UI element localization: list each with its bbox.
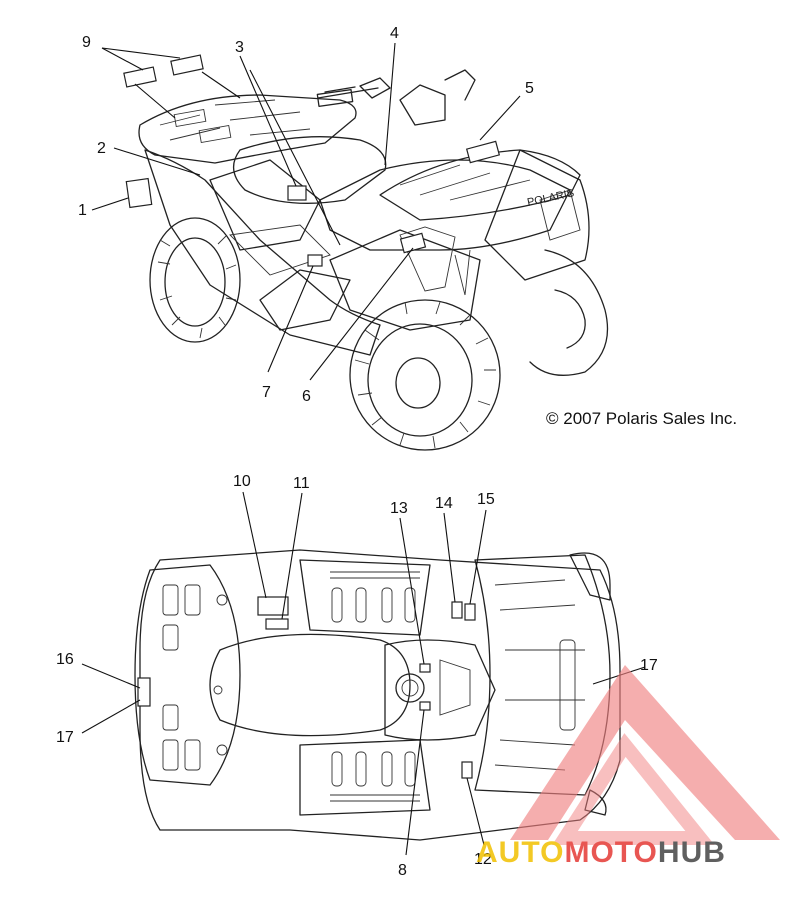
- front-rack: [379, 149, 590, 281]
- decal-9-left: [123, 66, 157, 88]
- callout-1: 1: [78, 202, 87, 219]
- callout-11: 11: [293, 475, 310, 492]
- callout-4: 4: [390, 25, 399, 42]
- watermark-auto: AUTO: [476, 836, 564, 869]
- callout-15: 15: [477, 491, 495, 508]
- watermark-triangle-inner: [552, 733, 715, 845]
- callout-6: 6: [302, 388, 311, 405]
- decal-5: [465, 140, 501, 164]
- decal-11: [265, 618, 289, 630]
- callout-17-left: 17: [56, 729, 74, 746]
- far-front-wheel: [529, 249, 609, 376]
- callout-17-right: 17: [640, 657, 658, 674]
- front-wheel: [349, 299, 501, 451]
- decal-12: [461, 761, 473, 779]
- main-body: [319, 159, 571, 331]
- rear-rack: [138, 94, 357, 164]
- callout-8: 8: [398, 862, 407, 879]
- decal-8: [419, 701, 431, 711]
- decal-9-right: [170, 54, 204, 76]
- callout-10: 10: [233, 473, 251, 490]
- decal-14: [451, 601, 463, 619]
- callouts-bottom: 10 11 13 14 15 16 17 17 8 12: [56, 473, 658, 879]
- callouts-top: 9 3 4 5 2 1 7 6: [78, 25, 534, 405]
- copyright-text: © 2007 Polaris Sales Inc.: [546, 409, 737, 428]
- decal-3: [287, 185, 307, 201]
- footwell-lower: [299, 739, 431, 816]
- decal-1: [125, 177, 153, 209]
- callout-7: 7: [262, 384, 271, 401]
- footwell: [259, 269, 351, 331]
- decal-15: [464, 603, 476, 621]
- atv-side-view: POLARIS 9 3 4 5 2 1 7 6 © 2007 Polaris S…: [78, 25, 737, 451]
- callout-14: 14: [435, 495, 453, 512]
- callout-16: 16: [56, 651, 74, 668]
- watermark-hub: HUB: [658, 836, 726, 869]
- decal-10: [257, 596, 289, 616]
- callout-2: 2: [97, 140, 106, 157]
- seat-top: [209, 633, 411, 737]
- callout-12: 12: [474, 851, 492, 868]
- watermark-text: AUTOMOTOHUB: [476, 836, 726, 869]
- decal-6: [399, 232, 427, 254]
- watermark-triangle-outer: [510, 665, 780, 840]
- callout-5: 5: [525, 80, 534, 97]
- seat: [233, 136, 387, 204]
- decal-13: [419, 663, 431, 673]
- front-bumper: [569, 552, 611, 601]
- rear-wheel: [149, 217, 241, 343]
- callout-13: 13: [390, 500, 408, 517]
- hood-text: POLARIS: [526, 187, 575, 209]
- callout-3: 3: [235, 39, 244, 56]
- rear-body: [144, 149, 381, 356]
- decal-16: [137, 677, 151, 707]
- footwell-upper: [299, 559, 431, 636]
- atv-top-view: 10 11 13 14 15 16 17 17 8 12: [56, 473, 658, 879]
- center-console: [384, 639, 496, 741]
- callout-9: 9: [82, 34, 91, 51]
- decal-7: [307, 254, 323, 267]
- watermark-logo: AUTOMOTOHUB: [476, 665, 780, 869]
- rear-rack-top: [134, 564, 241, 786]
- watermark-moto: MOTO: [564, 836, 657, 869]
- handlebar: [316, 69, 476, 126]
